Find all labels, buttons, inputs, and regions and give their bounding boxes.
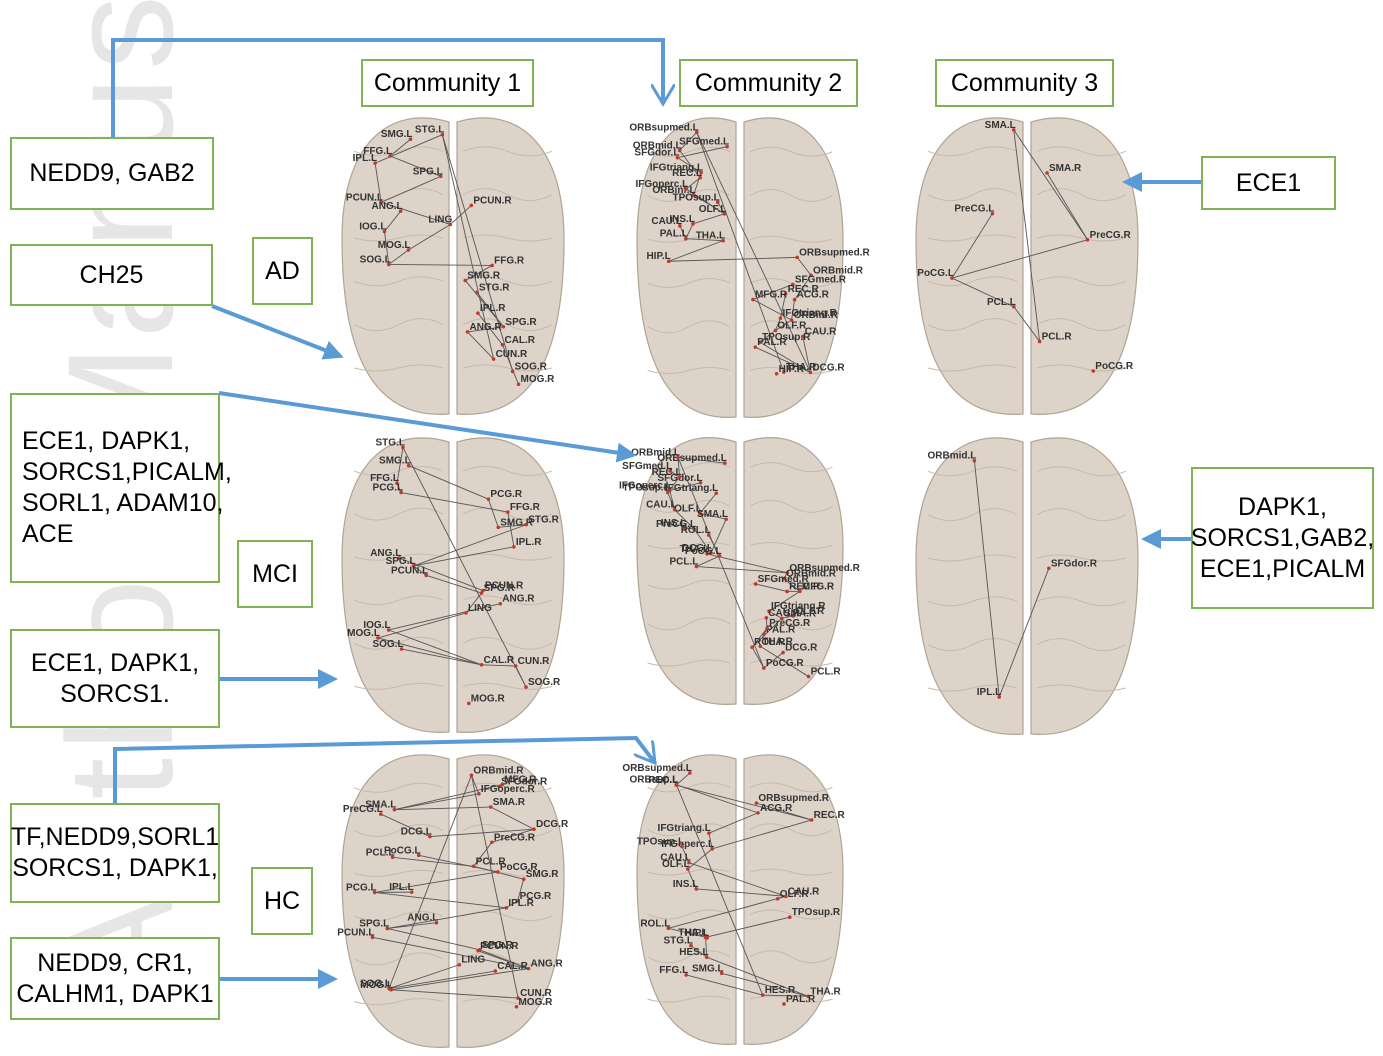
group-hc-label: HC [251,867,313,935]
gene-box-ece1-dapk1-sorcs1: ECE1, DAPK1, SORCS1. [10,629,220,728]
arrow-mci-list [219,393,633,455]
group-ad-label: AD [252,237,313,305]
arrow-ch25 [212,306,340,356]
gene-box-ch25: CH25 [10,244,213,306]
arrow-tf-list [115,738,655,803]
gene-box-dapk1-list: DAPK1, SORCS1,GAB2, ECE1,PICALM [1191,467,1374,609]
gene-box-tf-list: TF,NEDD9,SORL1 SORCS1, DAPK1, [10,803,220,903]
community-1-label: Community 1 [361,59,534,107]
gene-box-nedd9-gab2: NEDD9, GAB2 [10,137,214,210]
gene-box-ece1: ECE1 [1201,156,1336,210]
gene-box-mci-list: ECE1, DAPK1, SORCS1,PICALM, SORL1, ADAM1… [10,393,220,583]
community-3-label: Community 3 [935,59,1114,107]
community-2-label: Community 2 [679,59,858,107]
gene-box-nedd9-cr1: NEDD9, CR1, CALHM1, DAPK1 [10,937,220,1020]
group-mci-label: MCI [237,540,313,608]
